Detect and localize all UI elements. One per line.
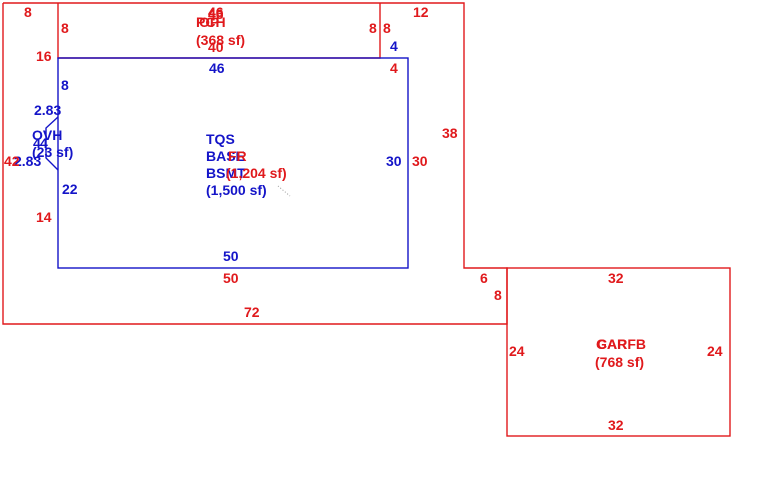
dim-garage-right-24: 24 [707, 343, 723, 359]
dim-top-right-12: 12 [413, 4, 429, 20]
tqs-area: (1,500 sf) [206, 182, 267, 198]
dim-ovh-2-83b: 2.83 [14, 153, 41, 169]
garage-name: GAR [596, 336, 627, 352]
dim-top-40: 40 [208, 39, 224, 55]
overhang-name: OVH [32, 127, 62, 143]
garage-overlay-name: CARFB [597, 336, 646, 352]
dim-porch-left-8: 8 [61, 20, 69, 36]
dim-garage-left-24: 24 [509, 343, 525, 359]
dim-step-8: 8 [494, 287, 502, 303]
first-floor-name: FR [228, 148, 247, 164]
dim-garage-bottom-32: 32 [608, 417, 624, 433]
first-floor-area: (1,204 sf) [226, 165, 287, 181]
dim-top-46a: 46 [208, 4, 224, 20]
dim-corner-8: 8 [24, 4, 32, 20]
tqs-name: TQS [206, 131, 235, 147]
porch-name: PCH [196, 14, 226, 30]
dim-blue-top-46: 46 [209, 60, 225, 76]
dim-red-bottom-50: 50 [223, 270, 239, 286]
dim-blue-right-30: 30 [386, 153, 402, 169]
garage-outline [506, 267, 731, 437]
basement-outline [57, 57, 409, 269]
dim-step-6: 6 [480, 270, 488, 286]
dim-red-4: 4 [390, 60, 398, 76]
dim-garage-top-32: 32 [608, 270, 624, 286]
dim-right-38: 38 [442, 125, 458, 141]
tqs-line2: BASE [206, 148, 245, 164]
dim-left-42: 42 [4, 153, 20, 169]
dim-porch-right-8b: 8 [383, 20, 391, 36]
tqs-line3: BSMT [206, 165, 246, 181]
garage-area: (768 sf) [595, 354, 644, 370]
dim-porch-right-8a: 8 [369, 20, 377, 36]
outer-outline [2, 2, 508, 325]
dotted-fragment [277, 185, 291, 197]
dim-ovh-4a: 4 [33, 135, 41, 151]
dim-bottom-72: 72 [244, 304, 260, 320]
dim-top-46b: 46 [208, 6, 224, 22]
overhang-area: (23 sf) [32, 144, 73, 160]
porch-area: (368 sf) [196, 32, 245, 48]
overhang-outline [45, 116, 59, 171]
dim-left-22: 22 [62, 181, 78, 197]
dim-ovh-4b: 4 [40, 135, 48, 151]
dim-blue-left-8: 8 [61, 77, 69, 93]
dim-blue-bottom-50: 50 [223, 248, 239, 264]
dim-left-14: 14 [36, 209, 52, 225]
porch-overlay-name: OP [199, 14, 219, 30]
dim-ovh-2-83a: 2.83 [34, 102, 61, 118]
dim-red-right-30: 30 [412, 153, 428, 169]
dim-left-16: 16 [36, 48, 52, 64]
dim-blue-4: 4 [390, 38, 398, 54]
